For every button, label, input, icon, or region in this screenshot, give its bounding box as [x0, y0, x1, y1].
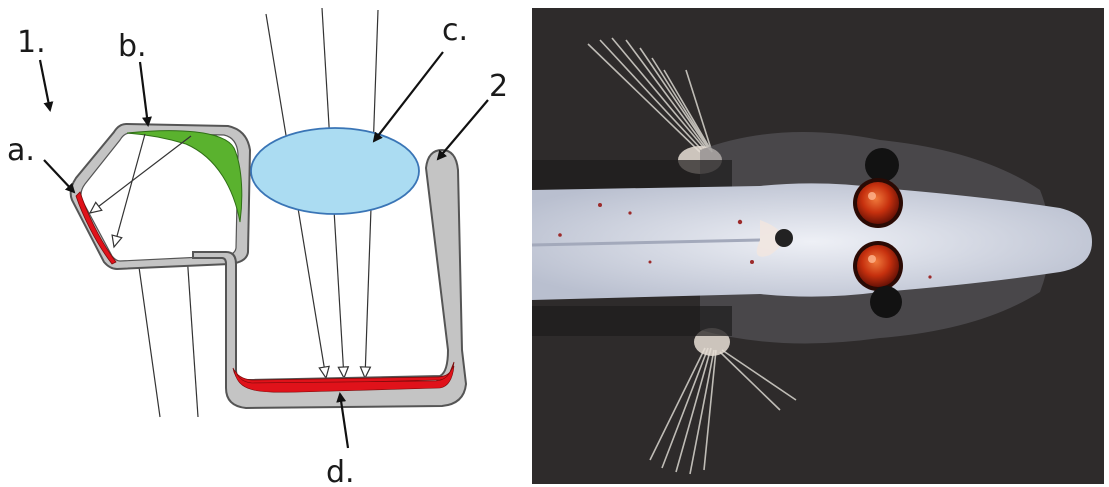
label-a: a. [7, 133, 35, 168]
speckle [558, 233, 562, 237]
speckle [738, 220, 742, 224]
lower-eye-glint [868, 255, 876, 263]
arrow-view-1 [40, 60, 50, 110]
accessory-eye [71, 124, 250, 269]
arrow-b [140, 62, 148, 125]
speckle [598, 203, 602, 207]
gill-dark-spot [775, 229, 793, 247]
lower-eye-dark-rim [870, 286, 902, 318]
label-view-2: 2 [489, 69, 508, 104]
upper-eye-reflector [857, 182, 899, 224]
label-b: b. [118, 29, 147, 64]
upper-eye-glint [868, 192, 876, 200]
speckle [928, 275, 931, 278]
upper-eye-dark-rim [865, 148, 899, 182]
label-view-1: 1. [17, 25, 46, 60]
fish-larva-photo [532, 8, 1104, 484]
arrow-a [44, 160, 74, 192]
eye-diagram: 1. a. b. c. 2 d. [7, 8, 508, 487]
arrow-view-2 [438, 100, 488, 159]
arrow-c [374, 52, 443, 141]
speckle [750, 260, 754, 264]
lower-eye-reflector [857, 245, 899, 287]
speckle [628, 211, 631, 214]
ventral-dark-band [532, 306, 732, 336]
label-d: d. [326, 455, 355, 487]
speckle [649, 261, 652, 264]
label-c: c. [442, 13, 468, 48]
lens [251, 128, 419, 214]
